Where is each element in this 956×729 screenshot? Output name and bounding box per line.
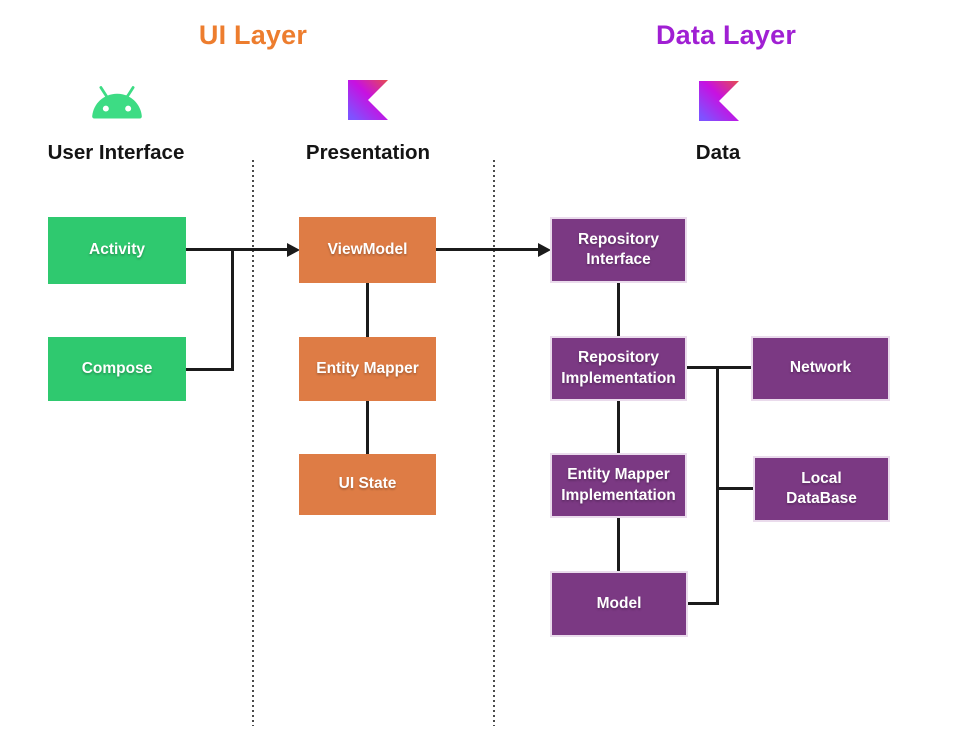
node-model: Model [550, 571, 688, 637]
connector-entitymapper-uistate [366, 400, 369, 455]
connector-trunk-vertical [716, 366, 719, 605]
connector-entitymapperimpl-model [617, 518, 620, 572]
section-label-presentation: Presentation [305, 141, 431, 164]
node-entity-mapper: Entity Mapper [299, 337, 436, 401]
section-label-user-interface: User Interface [47, 141, 185, 164]
ui-layer-title: UI Layer [198, 20, 308, 50]
section-label-data: Data [695, 141, 741, 164]
connector-viewmodel-repositoryinterface [436, 248, 539, 251]
node-ui-state: UI State [299, 454, 436, 515]
node-viewmodel: ViewModel [299, 217, 436, 283]
connector-repoimpl-entitymapperimpl [617, 401, 620, 454]
android-icon [86, 82, 148, 124]
node-repository-implementation: Repository Implementation [550, 336, 687, 401]
connector-model-trunk [688, 602, 719, 605]
separator-presentation-data [493, 160, 495, 726]
connector-viewmodel-entitymapper [366, 283, 369, 338]
node-repository-interface: Repository Interface [550, 217, 687, 283]
node-entity-mapper-implementation: Entity Mapper Implementation [550, 453, 687, 518]
node-activity: Activity [48, 217, 186, 284]
arrowhead-viewmodel [287, 243, 300, 257]
connector-repoimpl-network [687, 366, 751, 369]
data-layer-title: Data Layer [655, 20, 797, 50]
kotlin-icon [699, 81, 739, 121]
connector-compose-junction [186, 368, 234, 371]
node-local-database: Local DataBase [753, 456, 890, 522]
connector-trunk-localdatabase [716, 487, 753, 490]
arrowhead-repository-interface [538, 243, 551, 257]
kotlin-icon [348, 80, 388, 120]
node-compose: Compose [48, 337, 186, 401]
separator-ui-presentation [252, 160, 254, 726]
node-network: Network [751, 336, 890, 401]
connector-repointerface-repoimpl [617, 283, 620, 337]
connector-activity-viewmodel [186, 248, 289, 251]
connector-junction-vertical [231, 248, 234, 371]
